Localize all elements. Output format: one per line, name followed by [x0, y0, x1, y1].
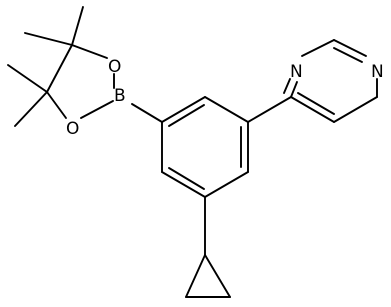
- bond-benzene-6: [161, 96, 206, 123]
- benzene-ring: [161, 96, 249, 198]
- cyclopropyl-group: [185, 196, 231, 298]
- bond-pyr-c5-c4: [290, 96, 335, 123]
- bond-aryl-aryl: [247, 96, 292, 123]
- bond-pyr-c2-n1: [333, 39, 367, 57]
- bond-pyr-c2-n1-inner: [333, 47, 363, 63]
- bond-methyl-4: [14, 91, 48, 127]
- bond-methyl-3: [7, 64, 48, 93]
- bond-cyclopropyl-3: [204, 254, 231, 298]
- bond-c-c-pinacol: [46, 44, 73, 93]
- atom-label-boron: B: [114, 86, 126, 106]
- bond-benzene-4: [161, 171, 206, 198]
- atom-label-n-top: N: [290, 62, 303, 82]
- bond-boron-o-bottom: [80, 100, 114, 119]
- bond-benzene-1: [204, 96, 249, 123]
- bond-methyl-1: [71, 6, 84, 46]
- atom-label-o-top: O: [108, 57, 121, 77]
- bond-c-o-bottom: [46, 91, 67, 119]
- bond-methyl-2: [24, 32, 73, 46]
- bond-pyr-n3-c2: [301, 39, 335, 57]
- bond-cyclopropyl-1: [185, 254, 206, 298]
- atom-label-n-right: N: [371, 62, 384, 82]
- pinacol-boronate-group: B O O: [7, 6, 163, 139]
- pyrimidine-ring: N N: [247, 39, 384, 123]
- bond-pyr-c4-n3-inner: [283, 78, 291, 94]
- bond-pyr-c4-n3: [290, 81, 298, 98]
- bond-benzene-3: [204, 171, 249, 198]
- bond-benzene-6-inner: [168, 104, 205, 127]
- bond-aryl-boron: [131, 103, 163, 123]
- bond-pyr-c6-c5: [333, 96, 378, 123]
- atom-label-o-bottom: O: [66, 119, 79, 139]
- bond-o-top-c: [71, 44, 108, 59]
- bond-pyr-c5-c4-inner: [297, 92, 335, 115]
- bond-benzene-4-inner: [168, 167, 205, 190]
